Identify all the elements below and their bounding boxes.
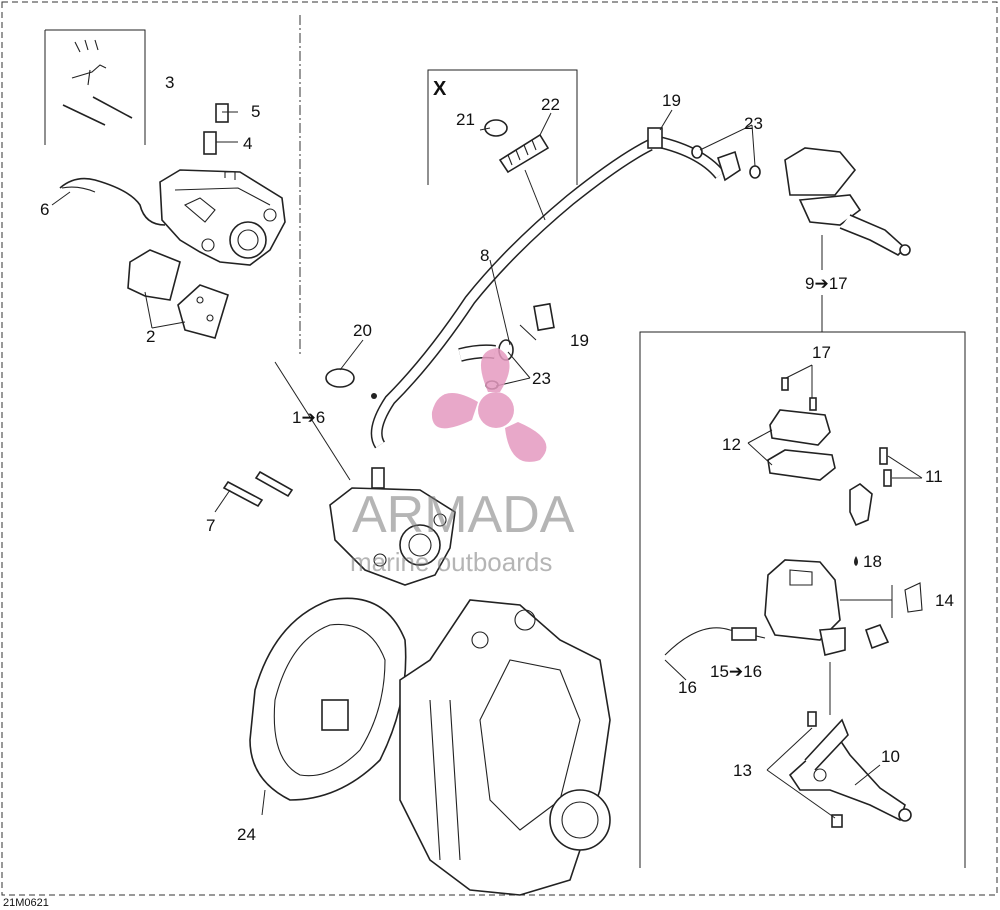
part-label-14: 14 [935,591,954,610]
part-label-6: 6 [40,200,49,219]
hose-clamp-icon [325,368,355,388]
part-label-4: 4 [243,134,252,153]
part-label-18: 18 [863,552,882,571]
drop-icon [854,556,858,566]
part-label-10: 10 [881,747,900,766]
part-label-1-6: 1➔6 [292,408,325,427]
part-label-12: 12 [722,435,741,454]
master-cylinder-body-icon [764,559,846,656]
part-label-19-top: 19 [662,91,681,110]
brake-pad-icon [127,249,229,339]
part-label-2: 2 [146,327,155,346]
part-label-13: 13 [733,761,752,780]
part-label-19-mid: 19 [570,331,589,350]
watermark-brand: ARMADA [352,486,575,544]
part-label-11: 11 [925,467,943,486]
detail-x-label: X [433,78,447,100]
part-label-7: 7 [206,516,215,535]
brake-line-8 [370,139,653,449]
reservoir-cover-icon [769,409,831,446]
kit-box-3 [44,29,146,145]
part-label-8: 8 [480,246,489,265]
part-label-15-16: 15➔16 [710,662,762,681]
part-label-21: 21 [456,110,475,129]
part-label-20: 20 [353,321,372,340]
banjo-bolt-icon [647,127,663,149]
master-cylinder-icon [784,147,911,256]
caliper-assembly-icon [159,169,286,266]
transmission-housing-icon [399,599,611,896]
diaphragm-icon [767,449,836,481]
pin-kit-icon [62,39,133,126]
clamp-icon [484,119,508,137]
watermark-tagline: marine outboards [350,547,552,577]
diagram-code: 21M0621 [3,897,49,909]
part-label-16: 16 [678,678,697,697]
part-label-5: 5 [251,102,260,121]
part-label-3: 3 [165,73,174,92]
sleeve-icon [498,133,550,174]
caliper-mounted-icon [329,467,456,586]
caliper-bolt-icon [222,470,294,508]
part-label-23-top: 23 [744,114,763,133]
part-label-23-mid: 23 [532,369,551,388]
part-label-22: 22 [541,95,560,114]
bleeder-screw-icon [203,103,229,155]
part-label-9-17: 9➔17 [805,274,848,293]
brake-lever-icon [788,718,912,822]
brake-disc-icon [249,597,407,801]
leader-lines [51,109,923,819]
part-label-17: 17 [812,343,831,362]
watermark-logo: ARMADA marine outboards [350,348,575,577]
brake-hose-6 [59,177,166,226]
detail-x-box [427,69,578,185]
detail-master-box [639,331,966,868]
part-label-24: 24 [237,825,256,844]
brake-switch-wire [664,627,766,656]
